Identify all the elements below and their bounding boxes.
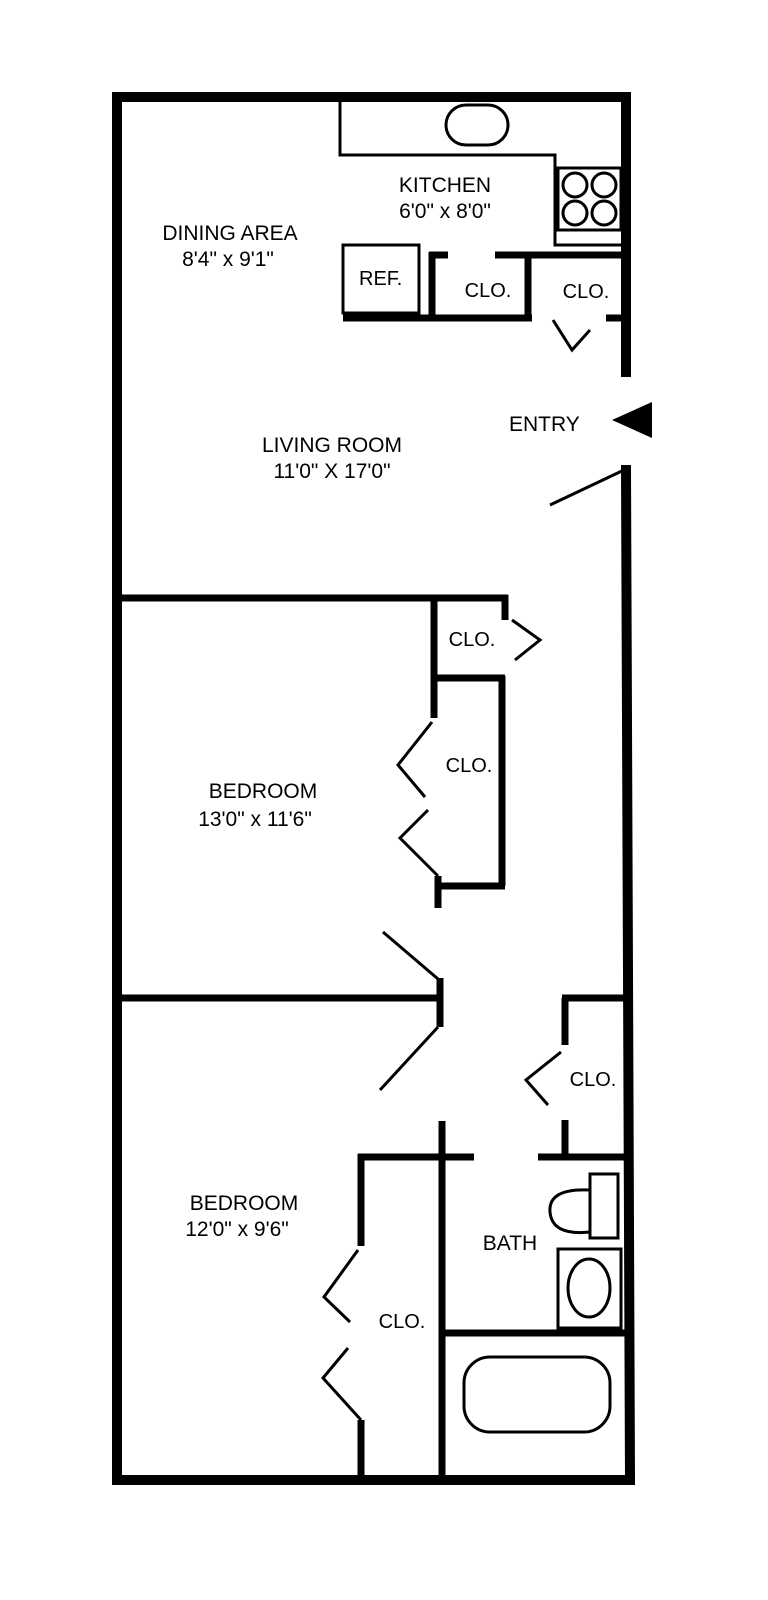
bedroom1-closet-door-lower[interactable] — [397, 808, 440, 878]
bedroom2-door[interactable] — [378, 1025, 440, 1092]
living-closet-door[interactable] — [511, 618, 543, 662]
bedroom1-door[interactable] — [382, 930, 439, 981]
hall-closet — [523, 994, 626, 1156]
entry-label: ENTRY — [509, 413, 580, 436]
bath-name: BATH — [483, 1232, 537, 1255]
bedroom2-size: 12'0" x 9'6" — [185, 1218, 289, 1241]
kitchen-size: 6'0" x 8'0" — [399, 200, 491, 223]
entry-closet-label: CLO. — [563, 281, 610, 303]
exterior-walls — [112, 92, 636, 1486]
entry: ENTRY — [509, 402, 652, 507]
kitchen-name: KITCHEN — [399, 174, 491, 197]
entry-arrow-icon — [612, 402, 652, 438]
sink-bath-icon — [556, 1247, 623, 1330]
bedroom2-closet-door-upper[interactable] — [322, 1249, 360, 1324]
bath-fixtures — [462, 1172, 623, 1434]
room-labels: DINING AREA 8'4" x 9'1" KITCHEN 6'0" x 8… — [162, 174, 537, 1255]
entry-closet-door[interactable] — [551, 319, 592, 353]
bedroom1-size: 13'0" x 11'6" — [198, 808, 312, 831]
hall-closet-label: CLO. — [570, 1069, 617, 1091]
living-size: 11'0" X 17'0" — [273, 460, 390, 483]
bedroom-divider — [120, 930, 444, 1092]
refrigerator-icon — [341, 243, 421, 315]
kitchen-area: REF. — [338, 102, 623, 315]
bedroom2-closet-door-lower[interactable] — [321, 1347, 363, 1422]
bedroom2-closet-label: CLO. — [379, 1311, 426, 1333]
kitchen-closets — [343, 251, 624, 353]
bathtub-icon — [462, 1355, 612, 1434]
bedroom2-name: BEDROOM — [190, 1192, 299, 1215]
hall-closet-door[interactable] — [523, 1050, 562, 1106]
bath-walls — [321, 1121, 626, 1478]
refrigerator-label: REF. — [359, 268, 402, 290]
bedroom1-walls — [120, 594, 543, 908]
entry-door[interactable] — [549, 468, 625, 507]
closet-labels: CLO. CLO. CLO. CLO. CLO. CLO. — [379, 280, 617, 1333]
bedroom1-closet-door-upper[interactable] — [396, 721, 434, 798]
dining-size: 8'4" x 9'1" — [182, 248, 274, 271]
bedroom1-name: BEDROOM — [209, 780, 318, 803]
living-name: LIVING ROOM — [262, 434, 402, 457]
stove-icon — [556, 166, 623, 232]
bedroom1-closet-label: CLO. — [446, 755, 493, 777]
living-closet-label: CLO. — [449, 629, 496, 651]
kitchen-closet-label: CLO. — [465, 280, 512, 302]
toilet-icon — [548, 1172, 620, 1240]
sink-icon — [444, 103, 510, 147]
dining-name: DINING AREA — [162, 222, 297, 245]
